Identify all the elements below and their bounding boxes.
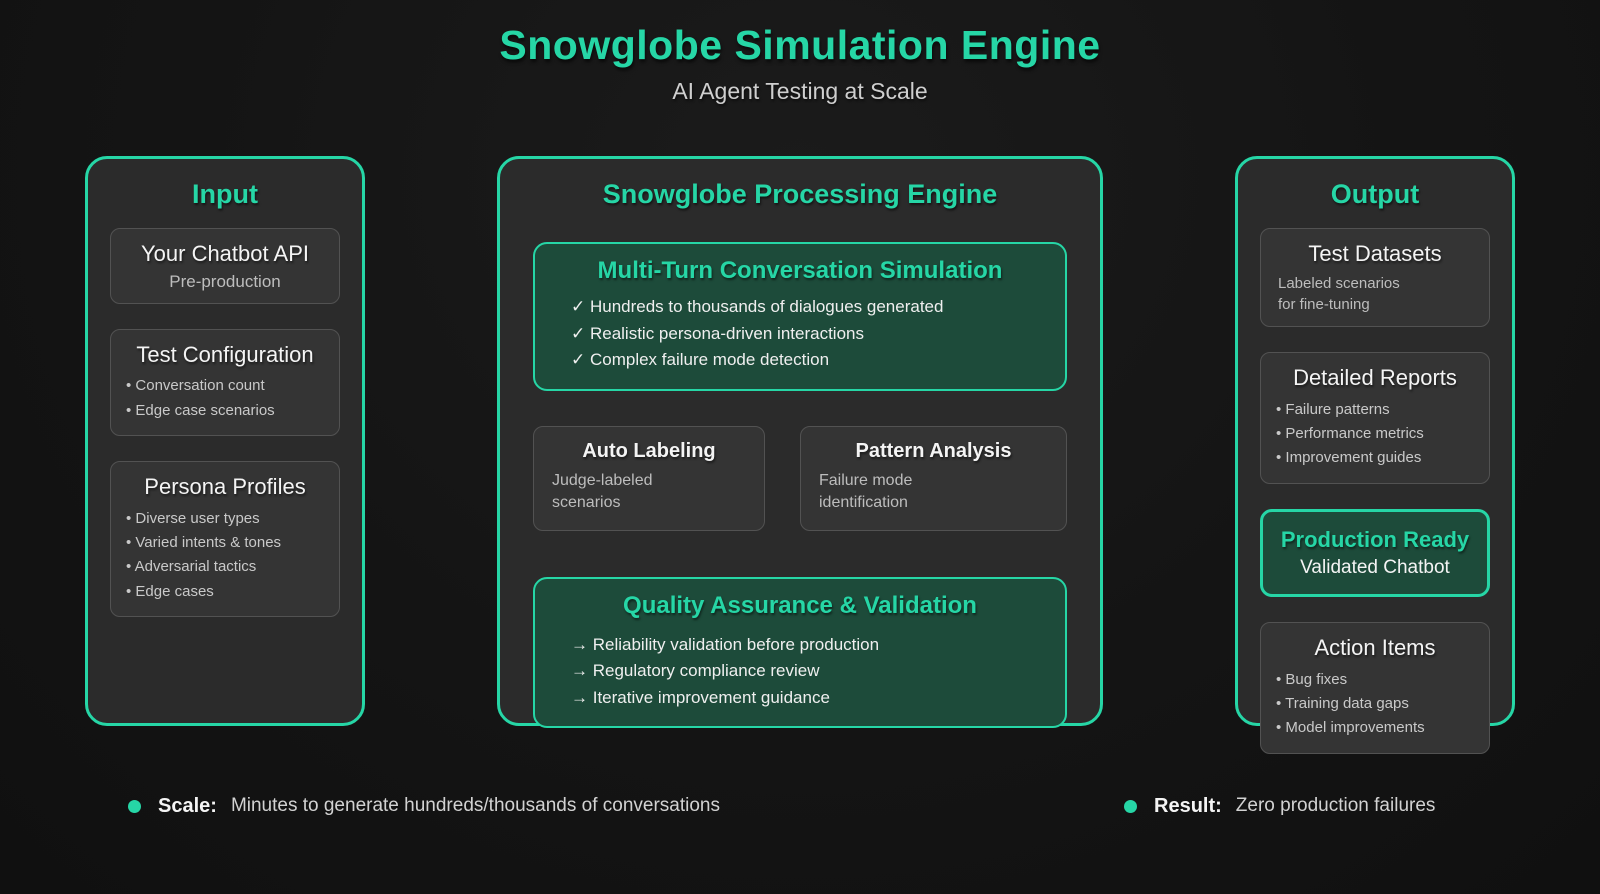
engine-panel-title: Snowglobe Processing Engine: [602, 179, 998, 209]
box-subtitle: Failure mode identification: [819, 471, 913, 511]
teal-dot-icon: [128, 799, 141, 813]
card-detailed-reports: Detailed Reports • Failure patterns • Pe…: [1260, 352, 1490, 484]
bullet-item: • Varied intents & tones: [126, 534, 282, 552]
result-text: Zero production failures: [1235, 795, 1436, 816]
bullet-item: • Bug fixes: [1276, 670, 1348, 688]
qa-validation-box: Quality Assurance & Validation → Reliabi…: [533, 576, 1067, 729]
bullet-list: • Conversation count • Edge case scenari…: [126, 374, 326, 423]
bullet-list: • Bug fixes • Training data gaps • Model…: [1276, 668, 1476, 741]
page-title: Snowglobe Simulation Engine: [499, 22, 1101, 68]
bullet-list: • Failure patterns • Performance metrics…: [1276, 398, 1476, 471]
teal-dot-icon: [1124, 799, 1137, 813]
box-title: Auto Labeling: [582, 439, 716, 462]
qa-item: → Iterative improvement guidance: [571, 687, 830, 707]
bullet-item: • Failure patterns: [1276, 400, 1390, 418]
simulation-item: ✓ Realistic persona-driven interactions: [571, 323, 864, 343]
card-persona-profiles: Persona Profiles • Diverse user types • …: [110, 461, 340, 617]
card-title: Test Configuration: [136, 341, 314, 367]
output-cards: Test Datasets Labeled scenarios for fine…: [1238, 228, 1512, 754]
bullet-item: • Diverse user types: [126, 509, 260, 527]
box-title: Pattern Analysis: [855, 439, 1012, 462]
bullet-item: • Training data gaps: [1276, 695, 1409, 713]
simulation-item: ✓ Hundreds to thousands of dialogues gen…: [571, 297, 944, 316]
card-action-items: Action Items • Bug fixes • Training data…: [1260, 622, 1490, 754]
card-title: Persona Profiles: [144, 474, 306, 500]
engine-panel: Snowglobe Processing Engine Multi-Turn C…: [497, 156, 1103, 729]
card-test-configuration: Test Configuration • Conversation count …: [110, 328, 340, 437]
simulation-item: ✓ Complex failure mode detection: [571, 350, 830, 370]
bullet-list: • Diverse user types • Varied intents & …: [126, 507, 326, 604]
pattern-analysis-box: Pattern Analysis Failure mode identifica…: [800, 425, 1067, 531]
output-panel: Output Test Datasets Labeled scenarios f…: [1235, 156, 1515, 754]
engine-middle-row: Auto Labeling Judge-labeled scenarios Pa…: [533, 425, 1067, 531]
card-text: Labeled scenarios for fine-tuning: [1278, 273, 1476, 317]
input-panel-title: Input: [192, 179, 258, 209]
bullet-item: • Conversation count: [126, 377, 265, 395]
bullet-item: • Performance metrics: [1276, 425, 1424, 443]
card-subtitle: Pre-production: [169, 271, 281, 291]
card-title: Test Datasets: [1308, 241, 1442, 266]
bullet-item: • Edge case scenarios: [126, 401, 275, 419]
bullet-item: • Adversarial tactics: [126, 558, 257, 576]
scale-note: Scale: Minutes to generate hundreds/thou…: [128, 792, 720, 820]
card-text-line: for fine-tuning: [1278, 296, 1370, 314]
qa-box-title: Quality Assurance & Validation: [623, 591, 977, 619]
bullet-item: • Model improvements: [1276, 719, 1425, 737]
card-test-datasets: Test Datasets Labeled scenarios for fine…: [1260, 228, 1490, 328]
qa-item: → Regulatory compliance review: [571, 661, 820, 681]
input-panel: Input Your Chatbot API Pre-production Te…: [85, 156, 365, 726]
card-title: Your Chatbot API: [141, 241, 309, 266]
bullet-item: • Edge cases: [126, 582, 214, 600]
box-subtitle: Judge-labeled scenarios: [552, 471, 653, 511]
qa-item: → Reliability validation before producti…: [571, 634, 880, 654]
scale-label: Scale:: [158, 794, 217, 817]
card-your-chatbot-api: Your Chatbot API Pre-production: [110, 228, 340, 304]
card-production-ready: Production Ready Validated Chatbot: [1260, 508, 1490, 598]
auto-labeling-box: Auto Labeling Judge-labeled scenarios: [533, 425, 765, 531]
page-subtitle: AI Agent Testing at Scale: [672, 78, 928, 104]
simulation-box: Multi-Turn Conversation Simulation ✓ Hun…: [533, 242, 1067, 391]
card-text-line: Labeled scenarios: [1278, 274, 1400, 292]
card-title: Action Items: [1314, 635, 1436, 661]
scale-text: Minutes to generate hundreds/thousands o…: [230, 795, 720, 816]
result-label: Result:: [1154, 794, 1222, 817]
result-note: Result: Zero production failures: [1124, 792, 1435, 820]
bullet-item: • Improvement guides: [1276, 449, 1422, 467]
card-title: Detailed Reports: [1293, 365, 1457, 391]
card-subtitle: Validated Chatbot: [1300, 557, 1450, 579]
simulation-box-title: Multi-Turn Conversation Simulation: [597, 257, 1003, 284]
input-cards: Your Chatbot API Pre-production Test Con…: [88, 228, 362, 617]
output-panel-title: Output: [1330, 179, 1420, 209]
card-title: Production Ready: [1280, 526, 1470, 552]
header: Snowglobe Simulation Engine AI Agent Tes…: [0, 22, 1600, 105]
